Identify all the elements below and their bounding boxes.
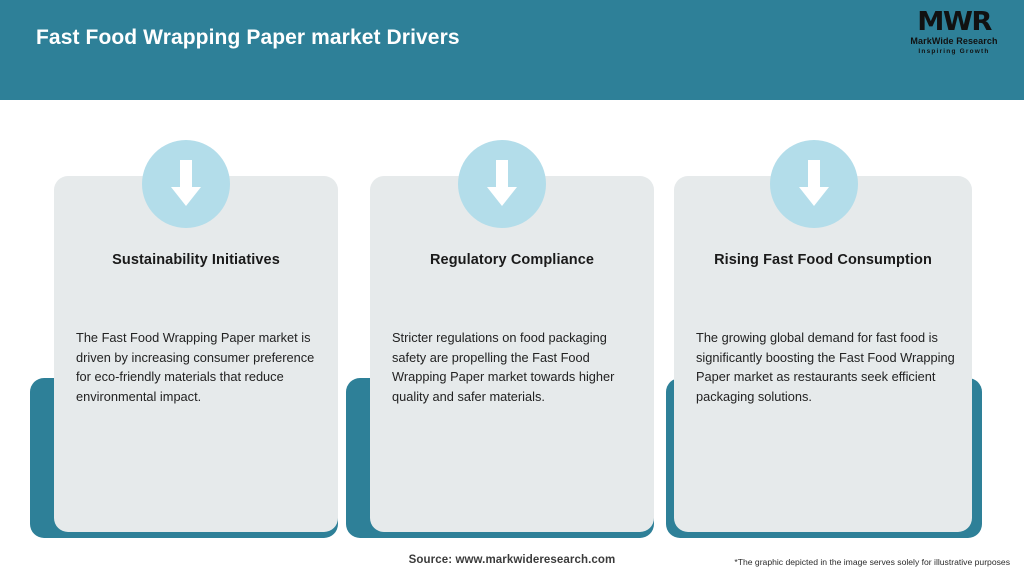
logo-monogram-icon: MWR bbox=[917, 7, 992, 37]
card-title: Regulatory Compliance bbox=[429, 252, 595, 268]
driver-card: Sustainability Initiatives The Fast Food… bbox=[30, 140, 370, 542]
header-bar: Fast Food Wrapping Paper market Drivers … bbox=[0, 0, 1024, 100]
page-title: Fast Food Wrapping Paper market Drivers bbox=[36, 26, 460, 49]
arrow-down-icon bbox=[770, 140, 858, 228]
card-title: Sustainability Initiatives bbox=[112, 252, 280, 268]
logo-company-name: MarkWide Research bbox=[910, 36, 998, 46]
card-description: The growing global demand for fast food … bbox=[696, 330, 955, 404]
arrow-down-icon bbox=[458, 140, 546, 228]
card-panel: Rising Fast Food Consumption The growing… bbox=[674, 176, 972, 532]
card-panel: Sustainability Initiatives The Fast Food… bbox=[54, 176, 338, 532]
brand-logo: MWR MarkWide Research Inspiring Growth bbox=[902, 8, 1006, 64]
disclaimer-label: *The graphic depicted in the image serve… bbox=[734, 557, 1010, 567]
arrow-down-icon bbox=[142, 140, 230, 228]
card-panel: Regulatory Compliance Stricter regulatio… bbox=[370, 176, 654, 532]
logo-tagline: Inspiring Growth bbox=[918, 48, 990, 55]
card-title: Rising Fast Food Consumption bbox=[714, 252, 932, 268]
source-label: Source: www.markwideresearch.com bbox=[408, 554, 616, 566]
driver-card: Rising Fast Food Consumption The growing… bbox=[666, 140, 990, 542]
driver-card: Regulatory Compliance Stricter regulatio… bbox=[346, 140, 686, 542]
card-description: The Fast Food Wrapping Paper market is d… bbox=[76, 330, 315, 404]
card-description: Stricter regulations on food packaging s… bbox=[392, 330, 615, 404]
